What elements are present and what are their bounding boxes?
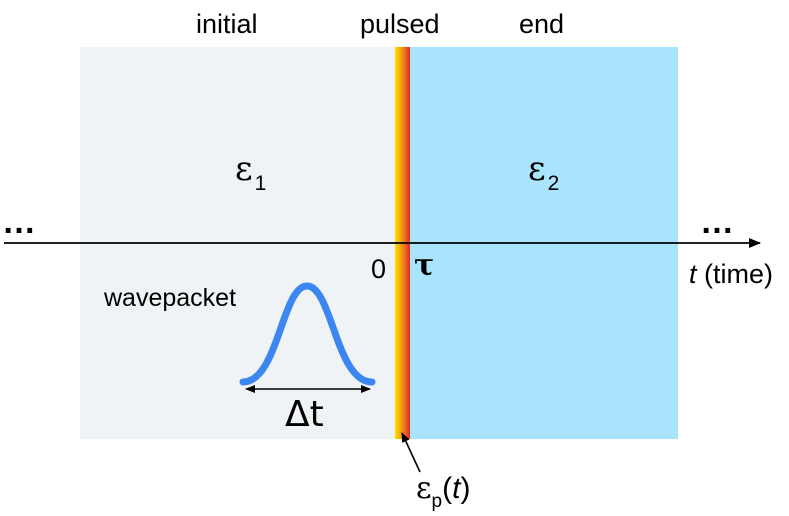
phase-label-pulsed: pulsed	[360, 9, 440, 39]
time-axis-label: t (time)	[689, 261, 773, 288]
left-ellipsis: …	[2, 203, 38, 241]
wavepacket-curve	[239, 282, 376, 386]
epsilon-symbol: ε	[528, 149, 546, 189]
pulse-epsilon-symbol: ε	[416, 471, 432, 506]
phase-label-initial: initial	[196, 9, 258, 39]
pulse-close-paren: )	[460, 472, 471, 505]
epsilon-symbol: ε	[235, 149, 253, 189]
pulse-permittivity-label: εp(t)	[416, 471, 471, 512]
right-ellipsis: …	[700, 203, 736, 241]
time-variable: t	[689, 259, 697, 289]
epsilon-1-label: ε1	[235, 152, 266, 194]
time-unit: (time)	[696, 259, 774, 289]
epsilon-2-subscript: 2	[547, 172, 560, 195]
phase-label-end: end	[519, 9, 565, 39]
time-zero-label: 0	[371, 254, 387, 284]
pulse-time-variable: t	[452, 472, 461, 505]
pulse-open-paren: (	[442, 472, 453, 505]
pulse-pointer-arrow	[401, 432, 421, 473]
delta-t-label: Δt	[285, 394, 324, 435]
wavepacket-label: wavepacket	[104, 284, 237, 312]
epsilon-2-label: ε2	[528, 152, 559, 194]
pulse-subscript: p	[431, 491, 443, 512]
tau-label: τ	[414, 248, 435, 283]
epsilon-1-subscript: 1	[254, 172, 267, 195]
